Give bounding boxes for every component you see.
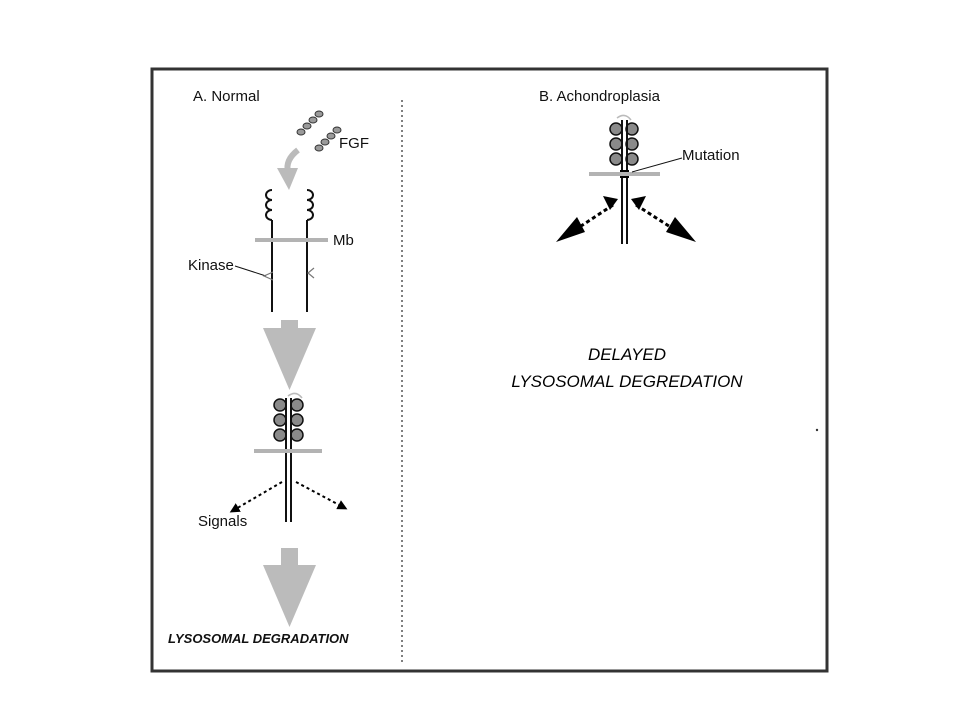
panel-b-outcome-line1: DELAYED [588,345,666,364]
mutation-label: Mutation [682,147,740,164]
activation-arrow [263,320,316,390]
signals-label: Signals [198,513,247,530]
panel-a-title: A. Normal [193,88,260,105]
mutation-pointer [631,157,683,173]
receptor-monomer-right [306,189,314,312]
receptor-dimer [273,392,304,522]
panel-b-title: B. Achondroplasia [539,88,661,105]
kinase-domain-right-icon [307,267,315,279]
mutant-signal-arrow-right [631,196,696,242]
signal-arrow-right [295,481,348,510]
fgf-label: FGF [339,135,369,152]
mutant-receptor-dimer [609,114,639,244]
receptor-monomer-left [265,189,273,312]
stray-dot [815,428,819,432]
binding-arrow [277,147,300,190]
signal-arrow-left [229,481,283,513]
panel-b-outcome-line2: LYSOSOMAL DEGREDATION [511,372,743,391]
kinase-label: Kinase [188,257,234,274]
mutant-signal-arrow-left [556,196,618,242]
fgf-ligand-icon [296,110,342,152]
kinase-domain-left-icon [262,271,274,281]
degradation-arrow [263,548,316,627]
panel-a-outcome: LYSOSOMAL DEGRADATION [168,631,349,646]
kinase-pointer [234,265,267,277]
figure-frame [150,67,829,673]
membrane-label: Mb [333,232,354,249]
